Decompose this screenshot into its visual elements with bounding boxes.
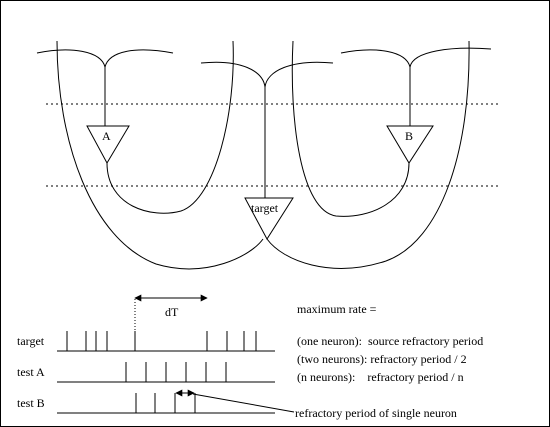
axon-loop-b (291, 40, 410, 217)
refractory-pointer-label: refractory period of single neuron (295, 406, 457, 420)
note-one-neuron: (one neuron): source refractory period (297, 334, 483, 348)
spike-train-test-b (135, 393, 196, 413)
neuron-b-label: B (405, 129, 413, 143)
note-n-neurons: (n neurons): refractory period / n (297, 370, 464, 384)
spike-train-test-a (125, 362, 227, 382)
axon-loop-a (106, 40, 234, 214)
dendrite-b (340, 47, 492, 126)
neuron-target (244, 197, 294, 240)
max-rate-heading: maximum rate = (297, 302, 377, 316)
neuron-b (386, 125, 434, 164)
dendrite-target (200, 61, 334, 198)
neuron-target-label: target (251, 201, 279, 215)
axon-a-to-target-outer (56, 40, 264, 270)
refractory-pointer-line (192, 393, 295, 413)
spike-train-target (66, 331, 257, 351)
dt-label: dT (165, 305, 179, 319)
axon-b-to-target-outer (266, 40, 470, 269)
dendrite-a (36, 49, 174, 126)
row-label-test-a: test A (17, 365, 45, 379)
note-two-neurons: (two neurons): refractory period / 2 (297, 352, 467, 366)
row-label-test-b: test B (17, 396, 45, 410)
neuron-a (86, 125, 130, 165)
row-label-target: target (17, 334, 45, 348)
neuron-a-label: A (102, 129, 111, 143)
